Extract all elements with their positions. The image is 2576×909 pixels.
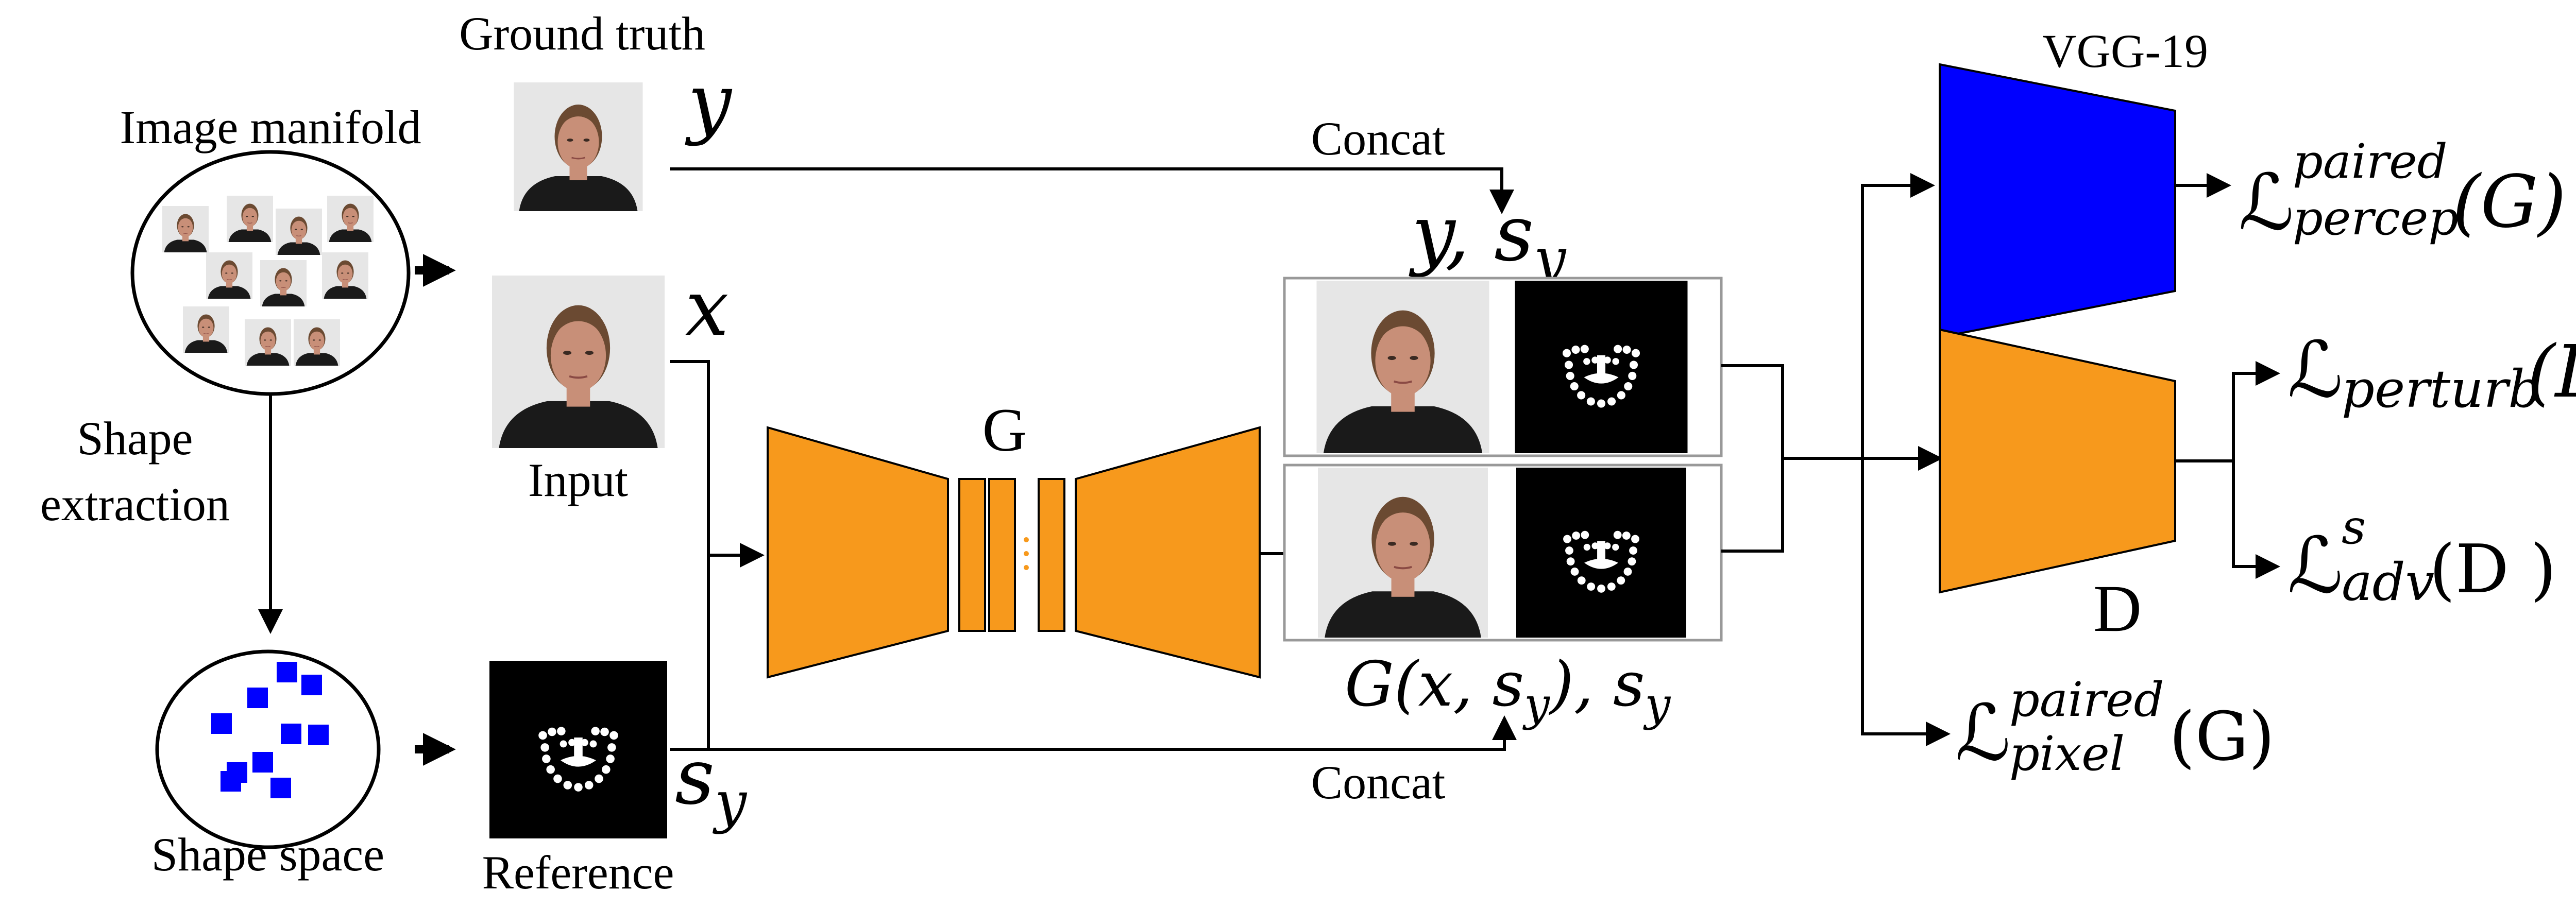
input-to-generator-arrow (670, 360, 765, 568)
svg-text:paired: paired (2293, 134, 2447, 189)
reference-label: Reference (482, 846, 674, 899)
svg-text:(G): (G) (2169, 697, 2275, 776)
shape-space-ellipse (155, 649, 381, 849)
shape-extraction-label-line1: Shape (77, 412, 193, 465)
svg-text:(G): (G) (2452, 160, 2566, 244)
generator-bottleneck-3 (1038, 478, 1065, 632)
face-photo-icon (276, 209, 322, 255)
face-photo-icon (245, 319, 291, 366)
generator-bottleneck-2 (988, 478, 1016, 632)
face-photo-icon (183, 306, 229, 353)
concat-bottom-arrow (708, 715, 1517, 751)
input-label: Input (528, 454, 629, 506)
vgg-label: VGG-19 (2042, 25, 2208, 77)
face-photo-icon (206, 252, 252, 299)
svg-text:(D ): (D ) (2429, 530, 2556, 608)
pair-top-out-line (1721, 364, 1784, 458)
loss-adv: ℒ s adv (D ) (2287, 500, 2556, 612)
face-photo-icon (327, 196, 374, 242)
loss-pixel: ℒ paired pixel (G) (1955, 672, 2275, 781)
image-manifold-label: Image manifold (120, 101, 421, 153)
pair-bottom-out-line (1721, 458, 1784, 553)
y-symbol: y (685, 58, 733, 147)
svg-text:ℒ: ℒ (1955, 689, 2011, 778)
x-symbol: x (685, 264, 729, 353)
pair-bottom-mask (1516, 468, 1686, 638)
input-image (492, 276, 665, 448)
ground-truth-label: Ground truth (459, 7, 705, 60)
face-photo-icon (260, 260, 307, 306)
concat-top-arrow (670, 167, 1514, 214)
generator-bottleneck-1 (958, 478, 986, 632)
branch-to-pixel-loss-arrow (1861, 458, 1951, 746)
reference-to-generator-line (670, 555, 710, 751)
generator-network (767, 426, 1261, 679)
svg-text:perturb: perturb (2342, 359, 2541, 419)
svg-text:ℒ: ℒ (2239, 158, 2294, 248)
loss-perturb: ℒ perturb (D) (2287, 325, 2576, 419)
discriminator-network (1939, 328, 2176, 594)
generator-encoder (767, 426, 949, 679)
svg-text:pixel: pixel (2009, 726, 2125, 781)
concat-bottom-label: Concat (1311, 756, 1446, 809)
generator-label: G (982, 396, 1027, 464)
pair-bottom-label: G(x, sy), sy (1345, 649, 1671, 731)
to-perturb-loss-arrow (2232, 361, 2280, 461)
to-adv-loss-arrow (2232, 461, 2280, 579)
shape-points (211, 662, 329, 798)
svg-text:s: s (2342, 500, 2366, 555)
svg-text:adv: adv (2342, 552, 2434, 612)
svg-text:ℒ: ℒ (2287, 521, 2343, 611)
pair-bottom-face (1318, 468, 1488, 638)
svg-text:(D): (D) (2527, 330, 2576, 414)
pair-top-label: y, sy (1409, 189, 1567, 291)
shape-space-label: Shape space (151, 828, 384, 881)
reference-mask-image (489, 661, 667, 838)
face-photo-icon (322, 252, 368, 299)
pair-top-face (1317, 281, 1489, 453)
face-photo-icon (162, 206, 209, 252)
svg-text:percep: percep (2293, 191, 2459, 246)
s-y-symbol: sy (675, 732, 748, 835)
vgg-network (1939, 63, 2176, 339)
face-photo-icon (227, 196, 273, 242)
generator-decoder (1075, 426, 1261, 679)
branch-to-vgg-arrow (1861, 173, 1935, 458)
ground-truth-image (514, 82, 643, 211)
svg-text:ℒ: ℒ (2287, 325, 2343, 415)
loss-percep: ℒ paired percep (G) (2239, 134, 2566, 248)
concat-top-label: Concat (1311, 112, 1446, 165)
svg-text:paired: paired (2009, 672, 2164, 727)
face-photo-icon (294, 319, 340, 366)
shape-extraction-label-line2: extraction (40, 478, 230, 530)
pair-top-mask (1515, 281, 1688, 453)
discriminator-label: D (2093, 572, 2142, 646)
